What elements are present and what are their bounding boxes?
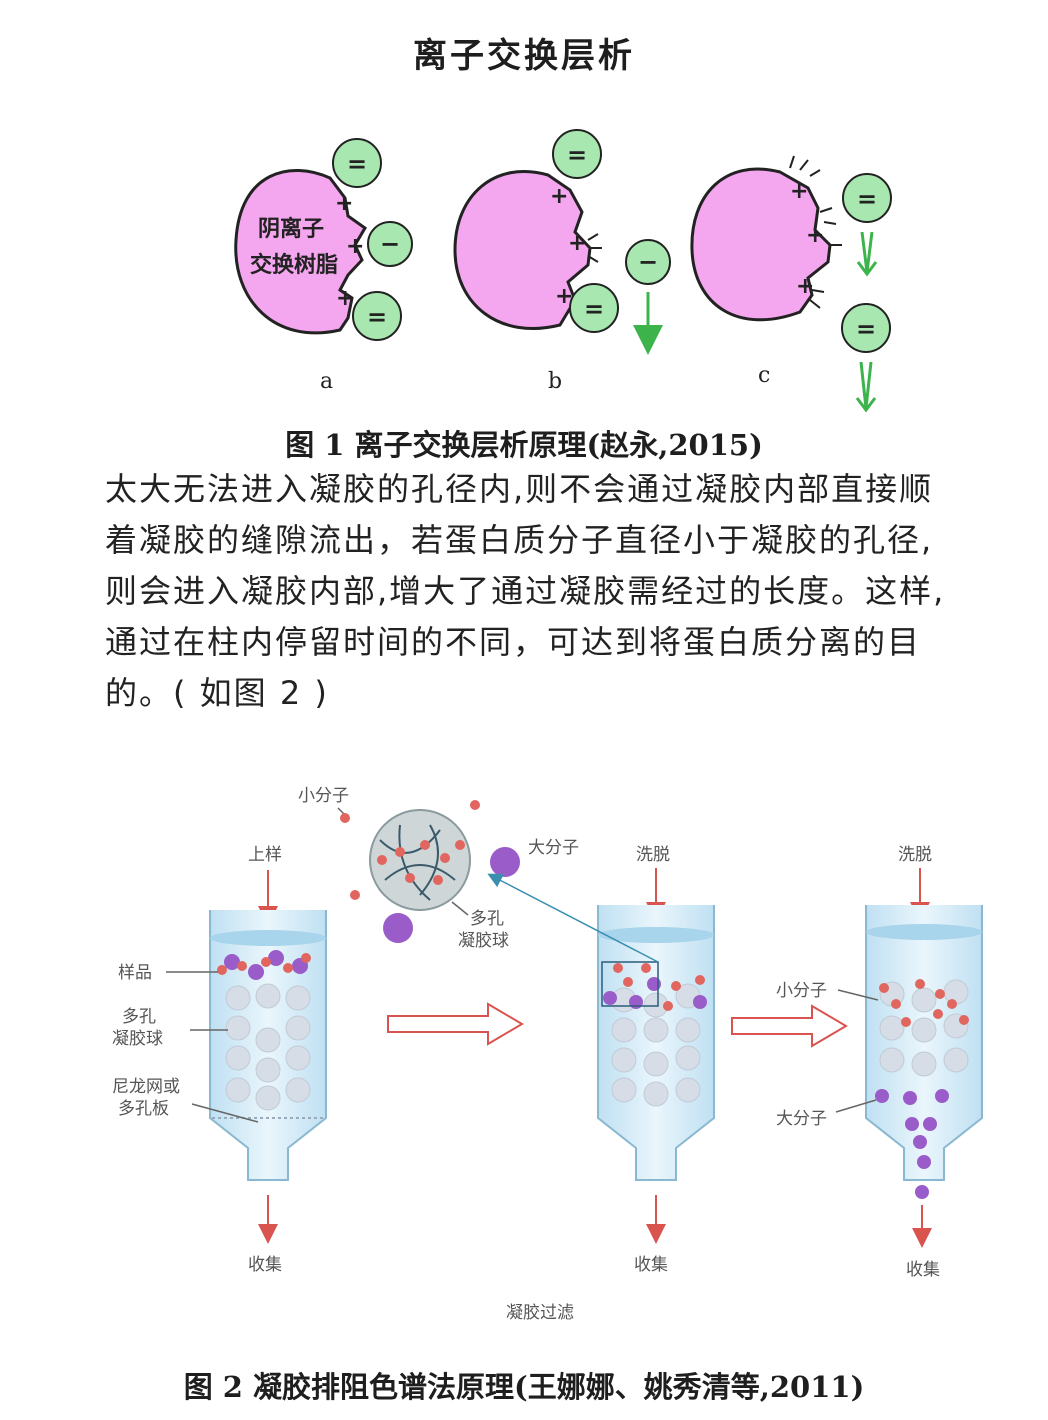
- svg-text:+: +: [555, 284, 573, 309]
- gel-filtration-label: 凝胶过滤: [506, 1303, 574, 1323]
- svg-text:−: −: [638, 248, 658, 276]
- panel-label-c: c: [758, 363, 770, 388]
- process-arrow-icon: [731, 1004, 848, 1048]
- elute-label: 洗脱: [636, 845, 670, 865]
- porous-bead-label-2: 凝胶球: [112, 1029, 163, 1049]
- nylon-mesh-label-2: 多孔板: [118, 1099, 169, 1119]
- porous-bead-label-2: 凝胶球: [458, 931, 509, 951]
- porous-gel-bead: [369, 809, 471, 911]
- panel-a-resin: + + +: [234, 169, 367, 335]
- svg-text:+: +: [568, 231, 586, 256]
- svg-text:=: =: [857, 185, 877, 213]
- svg-text:+: +: [790, 179, 808, 204]
- svg-text:=: =: [584, 295, 604, 323]
- figure1-title: 离子交换层析: [413, 36, 635, 76]
- resin-label-line2: 交换树脂: [250, 252, 338, 278]
- collect-label: 收集: [634, 1255, 668, 1275]
- plus-sign: +: [335, 191, 353, 216]
- small-molecule-label: 小分子: [776, 981, 827, 1001]
- sample-label: 样品: [118, 963, 152, 983]
- svg-text:=: =: [567, 141, 587, 169]
- ion-exchange-diagram: + + + 阴离子 交换树脂 = − = a + + + = = − b + +…: [234, 129, 892, 413]
- collect-label: 收集: [906, 1260, 940, 1280]
- porous-bead-label-1: 多孔: [470, 909, 504, 929]
- text-line: 太大无法进入凝胶的孔径内,则不会通过凝胶内部直接顺: [105, 470, 934, 508]
- large-molecule: [490, 847, 520, 877]
- porous-bead-label-1: 多孔: [122, 1007, 156, 1027]
- text-line: 通过在柱内停留时间的不同，可达到将蛋白质分离的目: [105, 623, 922, 661]
- large-molecule-label: 大分子: [776, 1109, 827, 1129]
- panel-label-b: b: [548, 369, 562, 394]
- panel-label-a: a: [320, 369, 333, 394]
- plus-sign: +: [336, 286, 354, 311]
- neutral-ion-circle: [332, 138, 382, 188]
- neutral-ion-circle: [352, 291, 402, 341]
- text-line: 的。( 如图 2 ): [105, 674, 329, 712]
- svg-text:=: =: [347, 150, 367, 178]
- figure2-caption: 图 2 凝胶排阻色谱法原理(王娜娜、姚秀清等,2011): [183, 1370, 865, 1404]
- resin-label-line1: 阴离子: [258, 216, 324, 242]
- small-molecule-label: 小分子: [298, 786, 349, 806]
- down-arrow-icon: [855, 361, 877, 413]
- svg-text:+: +: [550, 184, 568, 209]
- text-line: 则会进入凝胶内部,增大了通过凝胶需经过的长度。这样,: [105, 572, 946, 610]
- svg-text:=: =: [367, 303, 387, 331]
- load-sample-label: 上样: [248, 845, 282, 865]
- anion-circle: [367, 221, 413, 267]
- large-molecule-label: 大分子: [528, 838, 579, 858]
- svg-text:+: +: [806, 223, 824, 248]
- svg-text:+: +: [796, 274, 814, 299]
- svg-text:−: −: [380, 230, 400, 258]
- large-molecule: [383, 913, 413, 943]
- figure1-caption: 图 1 离子交换层析原理(赵永,2015): [285, 428, 763, 462]
- process-arrow-icon: [387, 1002, 524, 1046]
- text-line: 着凝胶的缝隙流出，若蛋白质分子直径小于凝胶的孔径,: [105, 521, 934, 559]
- nylon-mesh-label-1: 尼龙网或: [112, 1077, 180, 1097]
- body-paragraph: 太大无法进入凝胶的孔径内,则不会通过凝胶内部直接顺 着凝胶的缝隙流出，若蛋白质分…: [105, 464, 1023, 719]
- down-arrow-icon: [856, 231, 878, 277]
- panel-c-resin: + + +: [690, 155, 842, 322]
- panel-b-resin: + + +: [453, 170, 602, 330]
- gel-filtration-diagram: 小分子 大分子 多孔 凝胶球 上样: [112, 786, 983, 1323]
- svg-text:=: =: [856, 315, 876, 343]
- plus-sign: +: [346, 234, 364, 259]
- elute-label: 洗脱: [898, 845, 932, 865]
- anion-circle: [625, 239, 671, 285]
- collect-label: 收集: [248, 1255, 282, 1275]
